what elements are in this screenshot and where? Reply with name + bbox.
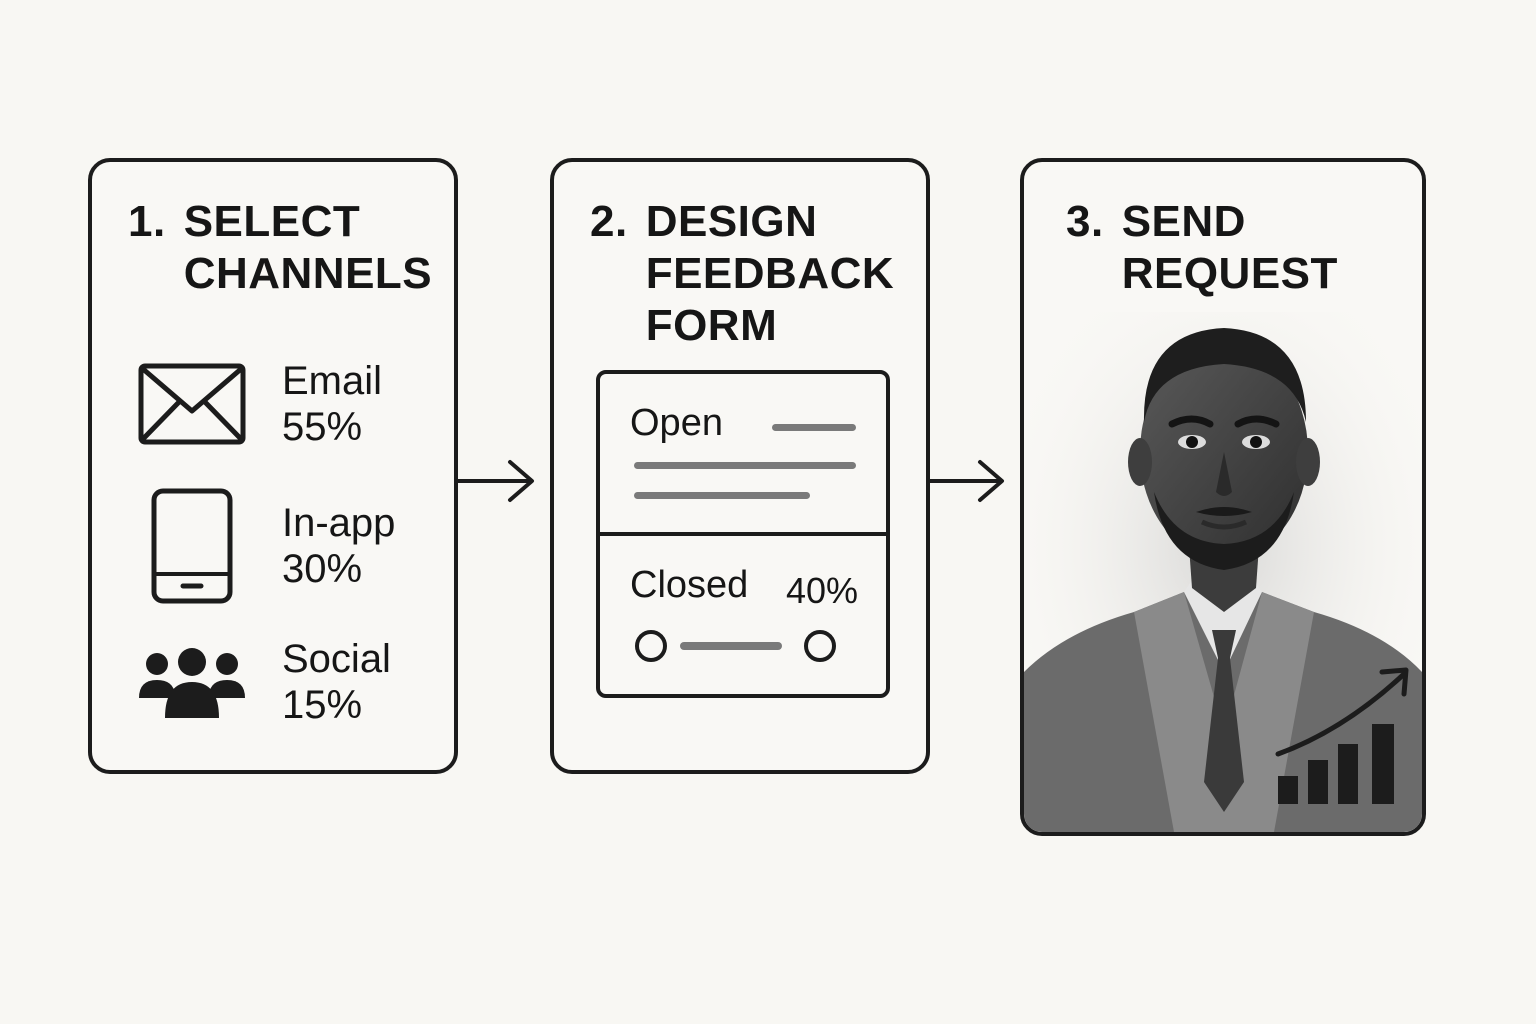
step-number: 2. xyxy=(590,197,628,246)
channel-percent: 30% xyxy=(282,547,363,591)
step-select-channels-card: 1. SELECT CHANNELS Email 55% xyxy=(88,158,458,774)
text-line-placeholder xyxy=(772,424,856,431)
step-title-line: SELECT xyxy=(183,197,361,246)
step-title-line: FORM xyxy=(645,301,778,350)
arrow-right-icon xyxy=(930,460,1004,502)
step-number: 1. xyxy=(128,197,166,246)
tablet-icon xyxy=(136,488,248,604)
growth-chart-icon xyxy=(1275,667,1409,804)
step-design-form-card: 2. DESIGN FEEDBACK FORM Open Closed 40% xyxy=(550,158,930,774)
radio-scale-icon xyxy=(635,630,836,662)
step-1-title: 1. SELECT CHANNELS xyxy=(128,196,432,300)
channel-social: Social 15% xyxy=(136,636,391,728)
feedback-form-mockup: Open Closed 40% xyxy=(596,370,890,698)
channel-label: Email xyxy=(282,359,383,403)
step-3-title: 3. SEND REQUEST xyxy=(1066,196,1338,300)
step-title-line: SEND xyxy=(1121,197,1246,246)
step-title-line: REQUEST xyxy=(1121,249,1338,298)
open-question-label: Open xyxy=(630,402,723,444)
channel-label: In-app xyxy=(282,501,396,545)
closed-question-percent: 40% xyxy=(786,570,859,611)
channel-percent: 55% xyxy=(282,405,363,449)
step-title-line: CHANNELS xyxy=(183,249,433,298)
text-line-placeholder xyxy=(634,492,810,499)
arrow-right-icon xyxy=(458,460,534,502)
channel-email: Email 55% xyxy=(136,358,382,450)
channel-in-app: In-app 30% xyxy=(136,488,395,604)
envelope-icon xyxy=(136,363,248,445)
people-icon xyxy=(136,646,248,718)
portrait-illustration xyxy=(1024,312,1422,832)
step-title-line: DESIGN xyxy=(645,197,818,246)
text-line-placeholder xyxy=(634,462,856,469)
open-question-section: Open xyxy=(600,374,886,536)
step-send-request-card: 3. SEND REQUEST xyxy=(1020,158,1426,836)
step-title-line: FEEDBACK xyxy=(645,249,895,298)
closed-question-label: Closed xyxy=(630,564,749,606)
step-number: 3. xyxy=(1066,197,1104,246)
channel-percent: 15% xyxy=(282,683,363,727)
channel-label: Social xyxy=(282,637,391,681)
step-2-title: 2. DESIGN FEEDBACK FORM xyxy=(590,196,894,352)
